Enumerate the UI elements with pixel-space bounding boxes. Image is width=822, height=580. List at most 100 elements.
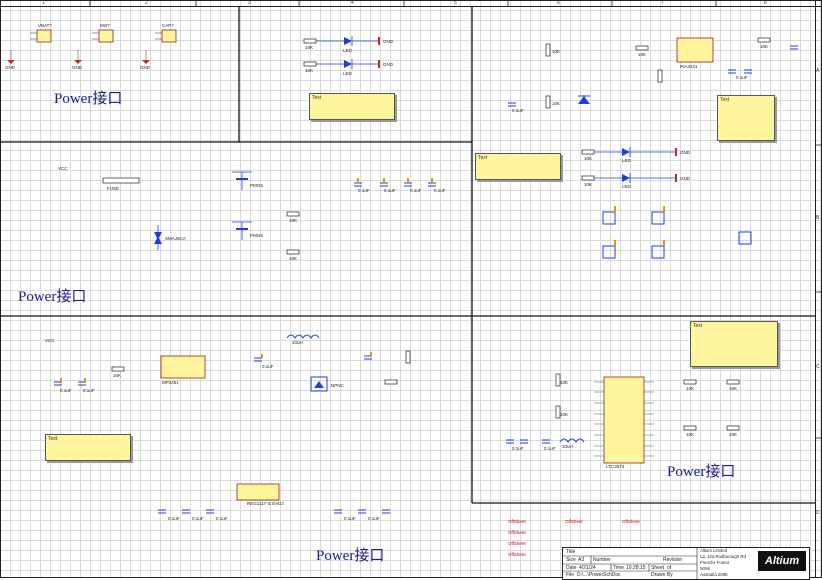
gnd-label: GND <box>680 150 690 155</box>
gnd-label: GND <box>5 65 15 70</box>
column-label: 5 <box>454 0 457 6</box>
resistor-label: 10K <box>560 412 569 417</box>
time-value: 10:28:15 <box>626 565 646 571</box>
file-value: D:\...\PowerSchDoc <box>577 572 621 578</box>
column-label: 6 <box>557 0 560 6</box>
column-label: 7 <box>661 0 664 6</box>
text-note[interactable]: Text <box>475 153 561 180</box>
cap-label: 0.1uF <box>410 188 422 193</box>
revision-label: Revision <box>663 557 683 563</box>
column-label: 1 <box>42 0 45 6</box>
size-label: Size <box>566 557 576 563</box>
row-label: A <box>816 68 820 74</box>
component-label: SW? <box>100 23 110 28</box>
ic-label: MP2451 <box>162 380 179 385</box>
resistor-label: 10K <box>305 45 314 50</box>
resistor-label: 10K <box>686 386 695 391</box>
text-note[interactable]: Text <box>309 93 395 120</box>
ic-label: INA3221 <box>680 64 698 69</box>
cap-label: 0.1uF <box>83 388 95 393</box>
mosfet-label: NPNC <box>331 383 344 388</box>
cap-label: 0.1uF <box>384 188 396 193</box>
resistor-label: 10K <box>584 156 593 161</box>
offsheet-port[interactable]: OffSheet <box>508 519 526 524</box>
led-label: LED <box>343 48 352 53</box>
resistor-label: 10K <box>552 49 561 54</box>
resistor-label: 10K <box>552 101 561 106</box>
inductor-label: 10uH <box>562 444 573 449</box>
cap-label: 0.1uF <box>736 75 748 80</box>
title-block-grid <box>563 548 698 579</box>
title-label: Title <box>566 549 576 555</box>
led-label: LED <box>622 184 631 189</box>
drawn-label: Drawn By <box>651 572 673 578</box>
offsheet-port[interactable]: OffSheet <box>565 519 583 524</box>
regulator-label: REG1117-3.3/ADJ <box>247 501 284 506</box>
section-title: Power接口 <box>316 548 385 564</box>
company-line: Frenchs Forest <box>700 560 729 565</box>
cap-label: 0.1uF <box>168 516 180 521</box>
component-label: VBAT? <box>38 23 52 28</box>
gnd-label: GND <box>140 65 150 70</box>
resistor-label: 10K <box>638 52 647 57</box>
column-label: 2 <box>145 0 148 6</box>
altium-logo: Altium <box>758 551 806 571</box>
resistor-label: 10K <box>560 380 569 385</box>
cap-label: 0.1uF <box>544 446 556 451</box>
cap-label: 0.1uF <box>368 516 380 521</box>
resistor-label: 10K <box>729 432 738 437</box>
size-value: A3 <box>578 557 585 563</box>
resistor-label: 10K <box>760 44 769 49</box>
text-note[interactable]: Text <box>717 95 775 141</box>
row-label: B <box>816 215 820 221</box>
vcc-label: VCC <box>58 166 68 171</box>
ic-label: LTC3873 <box>606 464 625 469</box>
gnd-label: GND <box>680 176 690 181</box>
resistor-label: 10K <box>113 373 122 378</box>
component-label: CAP? <box>162 23 174 28</box>
led-label: LED <box>622 158 631 163</box>
column-label: 4 <box>351 0 354 6</box>
gnd-label: GND <box>383 39 393 44</box>
section-title: Power接口 <box>54 91 123 107</box>
offsheet-port[interactable]: OffSheet <box>508 530 526 535</box>
mosfet-label: PMOS <box>250 183 264 188</box>
gnd-label: GND <box>72 65 82 70</box>
resistor-label: 10K <box>686 432 695 437</box>
row-label: D <box>816 510 820 516</box>
offsheet-port[interactable]: OffSheet <box>508 552 526 557</box>
resistor-label: 10K <box>305 68 314 73</box>
cap-label: 0.1uF <box>60 388 72 393</box>
text-note[interactable]: Text <box>45 434 131 461</box>
sheet-label: Sheet <box>651 565 665 571</box>
vcc-label: VCC <box>45 338 55 343</box>
text-note[interactable]: Text <box>690 321 778 367</box>
date-value: 4/21/24 <box>579 565 596 571</box>
cap-label: 0.1uF <box>344 516 356 521</box>
cap-label: 0.1uF <box>216 516 228 521</box>
led-label: LED <box>343 71 352 76</box>
diode-label: SMAJ5CA <box>165 236 186 241</box>
fuse-label: FUSE <box>107 186 120 191</box>
date-label: Date <box>566 565 577 571</box>
resistor-label: 10K <box>584 182 593 187</box>
offsheet-port[interactable]: OffSheet <box>622 519 640 524</box>
cap-label: 0.1uF <box>434 188 446 193</box>
column-label: 8 <box>764 0 767 6</box>
number-label: Number <box>593 557 611 563</box>
inductor-label: 10uH <box>292 340 303 345</box>
company-line: L3, 12a Rodborough Rd <box>700 554 746 559</box>
sheet-value: of <box>667 565 672 571</box>
resistor-label: 10K <box>289 256 298 261</box>
file-label: File <box>566 572 575 578</box>
time-label: Time <box>613 565 624 571</box>
cap-label: 0.1uF <box>262 364 274 369</box>
cap-label: 0.1uF <box>512 446 524 451</box>
section-title: Power接口 <box>18 289 87 305</box>
offsheet-port[interactable]: OffSheet <box>508 541 526 546</box>
company-line: Altium Limited <box>700 548 727 553</box>
resistor-label: 10K <box>289 218 298 223</box>
company-line: Australia 2086 <box>700 572 728 577</box>
